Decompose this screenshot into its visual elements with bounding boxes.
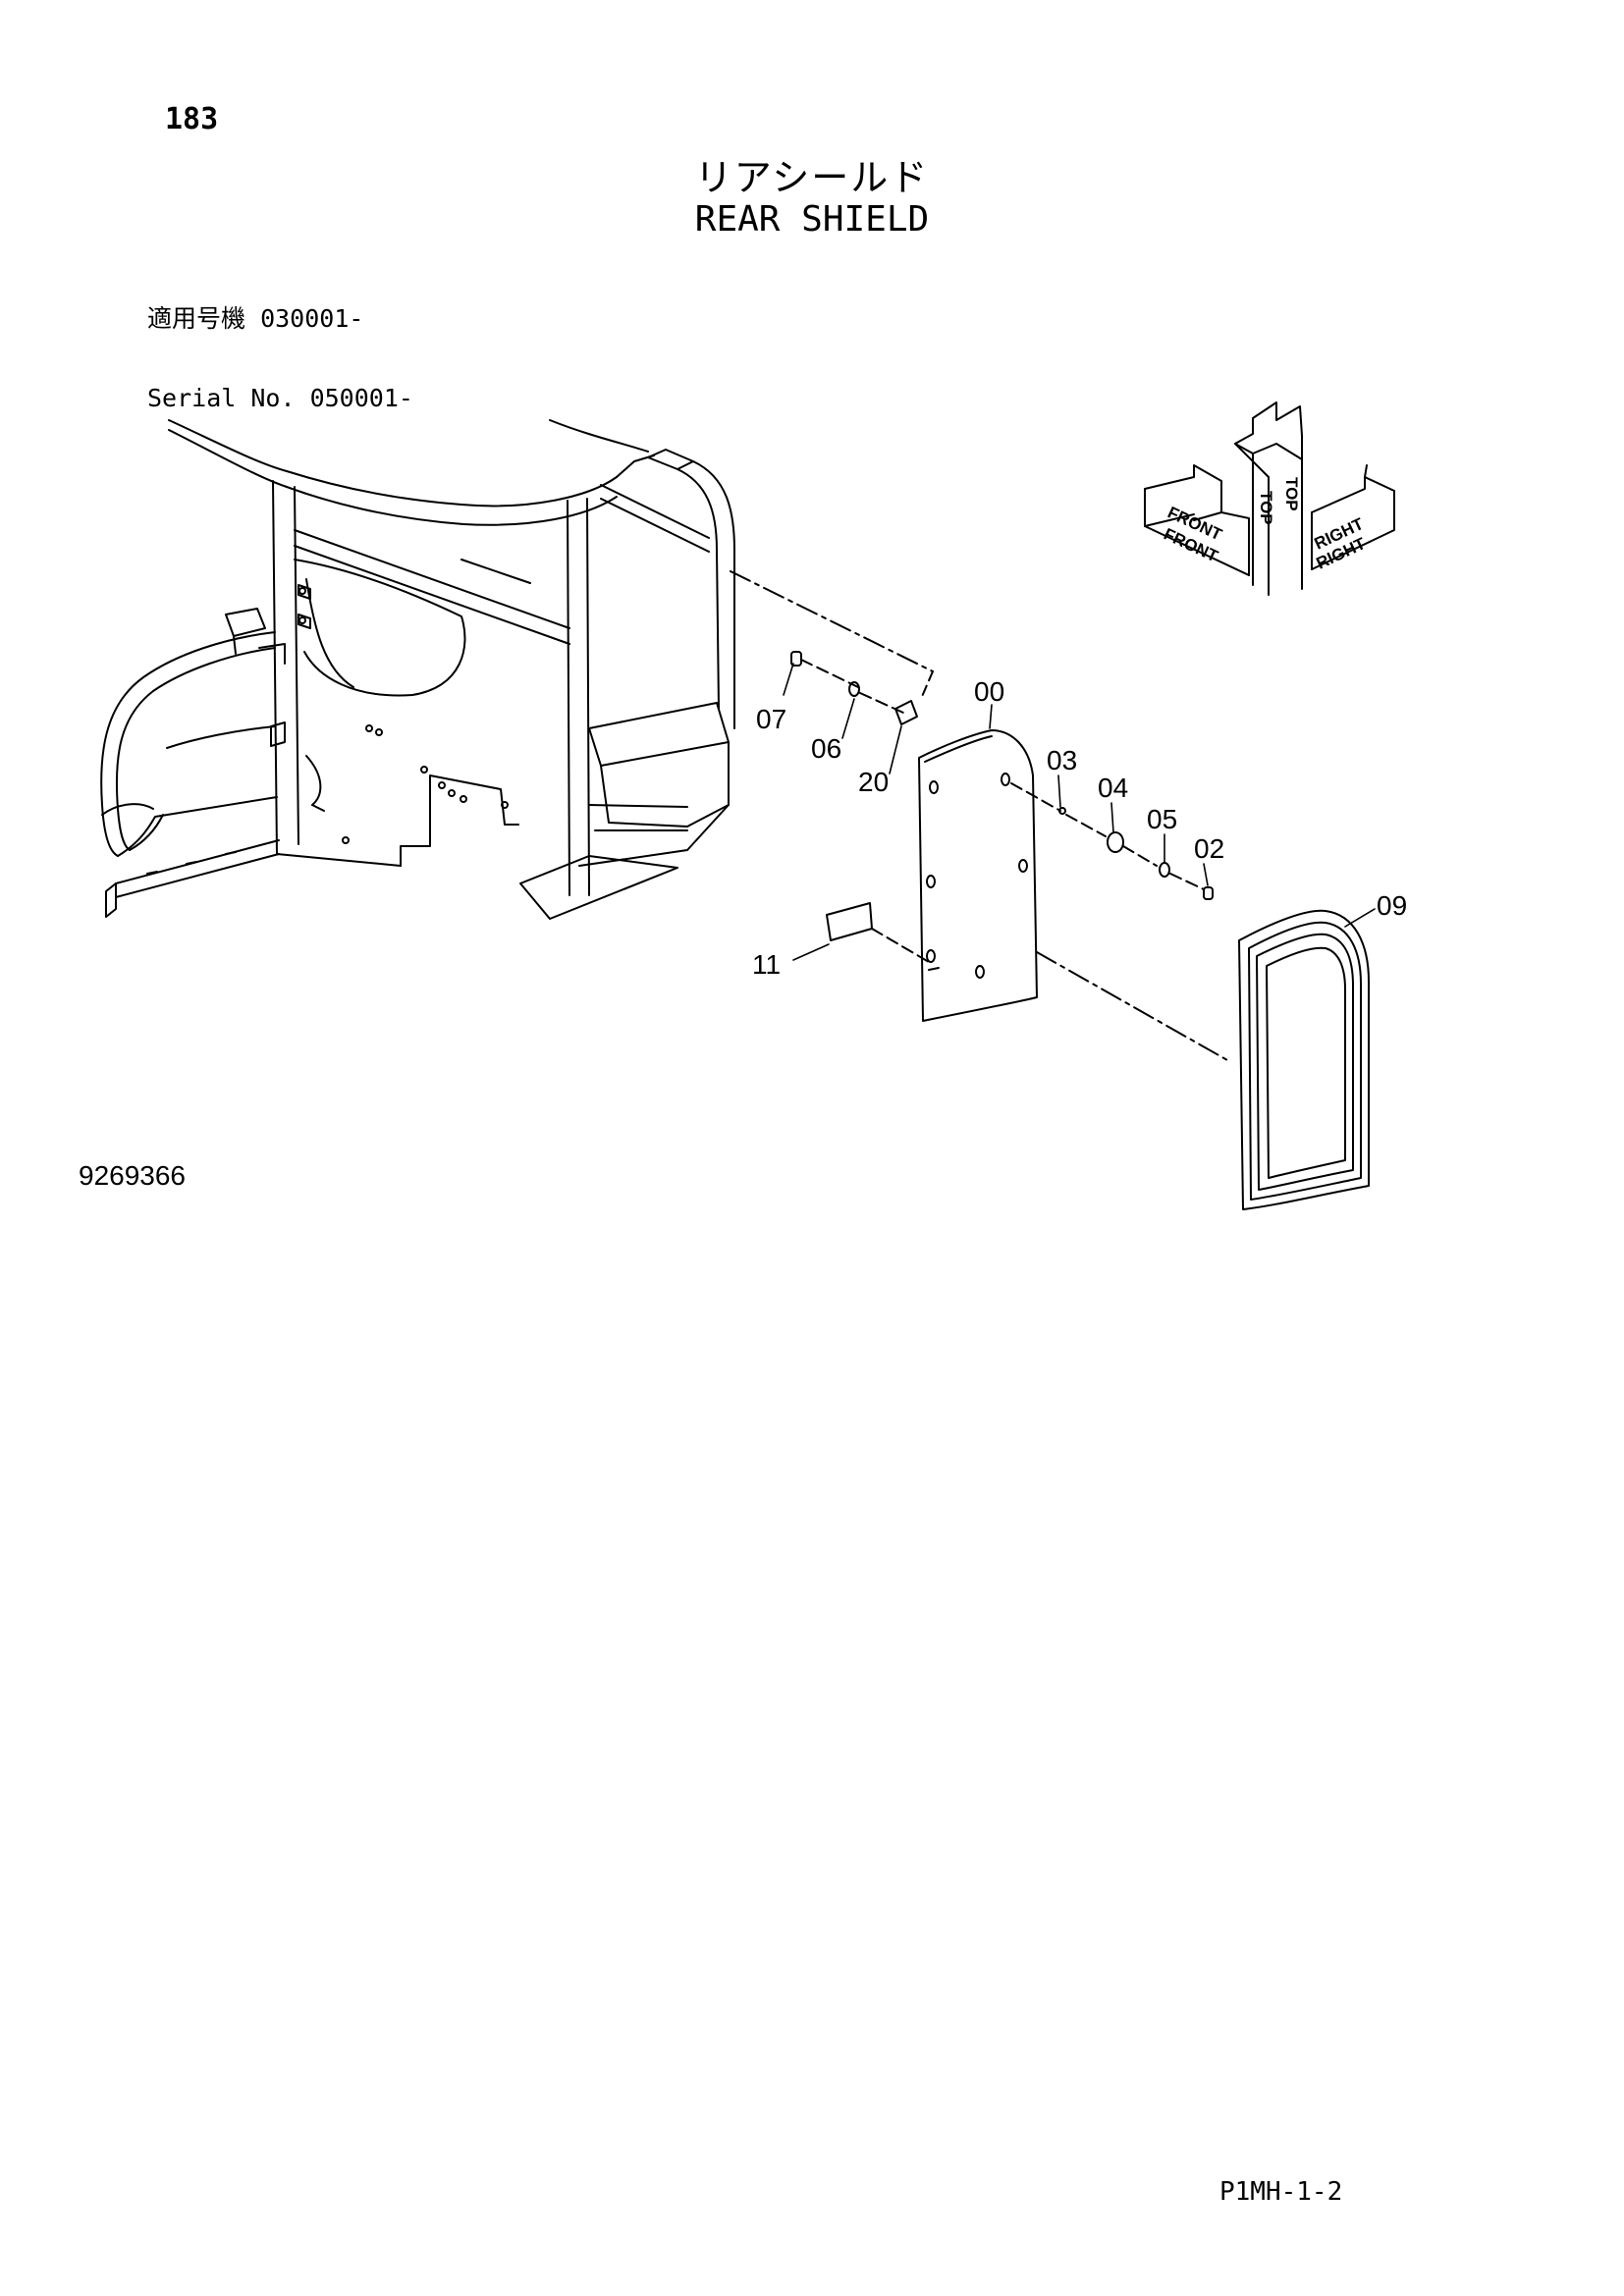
callout-03: 03 <box>1047 745 1077 775</box>
serial-en-value: 050001- <box>309 384 413 412</box>
serial-jp-value: 030001- <box>260 304 364 333</box>
label-plate <box>826 902 930 963</box>
side-fastener-group <box>1010 782 1214 900</box>
washer-part-05 <box>1159 862 1170 878</box>
callout-05: 05 <box>1147 804 1177 834</box>
cab-frame-illustration <box>100 419 934 920</box>
washer-part-06 <box>848 681 860 697</box>
callout-06: 06 <box>811 733 841 764</box>
seal-frame <box>1036 909 1370 1210</box>
drawing-number: 9269366 <box>79 1160 187 1191</box>
nut-part-04 <box>1107 831 1124 853</box>
serial-jp-label: 適用号機 <box>147 304 246 333</box>
rear-shield-plate <box>918 729 1038 1022</box>
upper-fastener-group <box>790 651 918 725</box>
callout-07: 07 <box>756 704 786 734</box>
spacer-part-20 <box>894 700 918 725</box>
callout-00: 00 <box>974 676 1004 707</box>
orientation-top-label: TOP <box>1282 477 1301 511</box>
page-title-english: REAR SHIELD <box>694 199 930 240</box>
orientation-top-label-inner: TOP <box>1257 491 1275 525</box>
callout-leaders <box>783 663 1376 961</box>
serial-number-block: 適用号機 030001- Serial No. 050001- <box>147 252 413 438</box>
callout-09: 09 <box>1377 890 1407 921</box>
bolt-part-02 <box>1203 886 1214 900</box>
callout-11: 11 <box>752 949 781 980</box>
page-title-japanese: リアシールド <box>694 156 930 199</box>
bolt-part-03 <box>1058 807 1066 815</box>
callout-20: 20 <box>858 767 889 797</box>
serial-row-jp: 適用号機 030001- <box>147 305 413 332</box>
page-number: 183 <box>165 102 219 136</box>
orientation-indicator: TOP TOP FRONT FRONT RIGHT RIGHT <box>1144 401 1395 596</box>
callout-04: 04 <box>1098 773 1128 803</box>
serial-row-en: Serial No. 050001- <box>147 385 413 411</box>
serial-en-label: Serial No. <box>147 384 296 412</box>
sheet-code: P1MH-1-2 <box>1219 2177 1343 2207</box>
callout-02: 02 <box>1194 833 1224 864</box>
